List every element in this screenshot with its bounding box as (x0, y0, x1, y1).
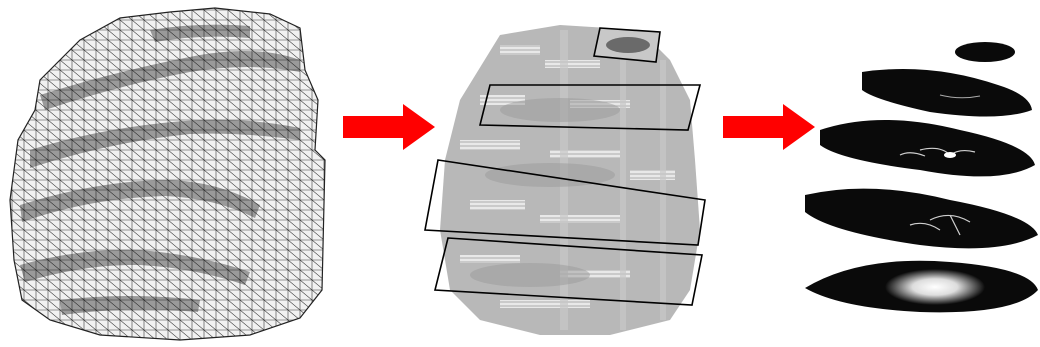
mesh-surface-panel (0, 0, 340, 347)
ct-slice-stack-icon (800, 0, 1040, 347)
voxel-volume-panel (420, 0, 710, 347)
voxel-volume-with-slice-planes-icon (420, 0, 710, 347)
ct-slice-stack-panel (800, 0, 1040, 347)
triangle-mesh-surface-icon (0, 0, 340, 347)
